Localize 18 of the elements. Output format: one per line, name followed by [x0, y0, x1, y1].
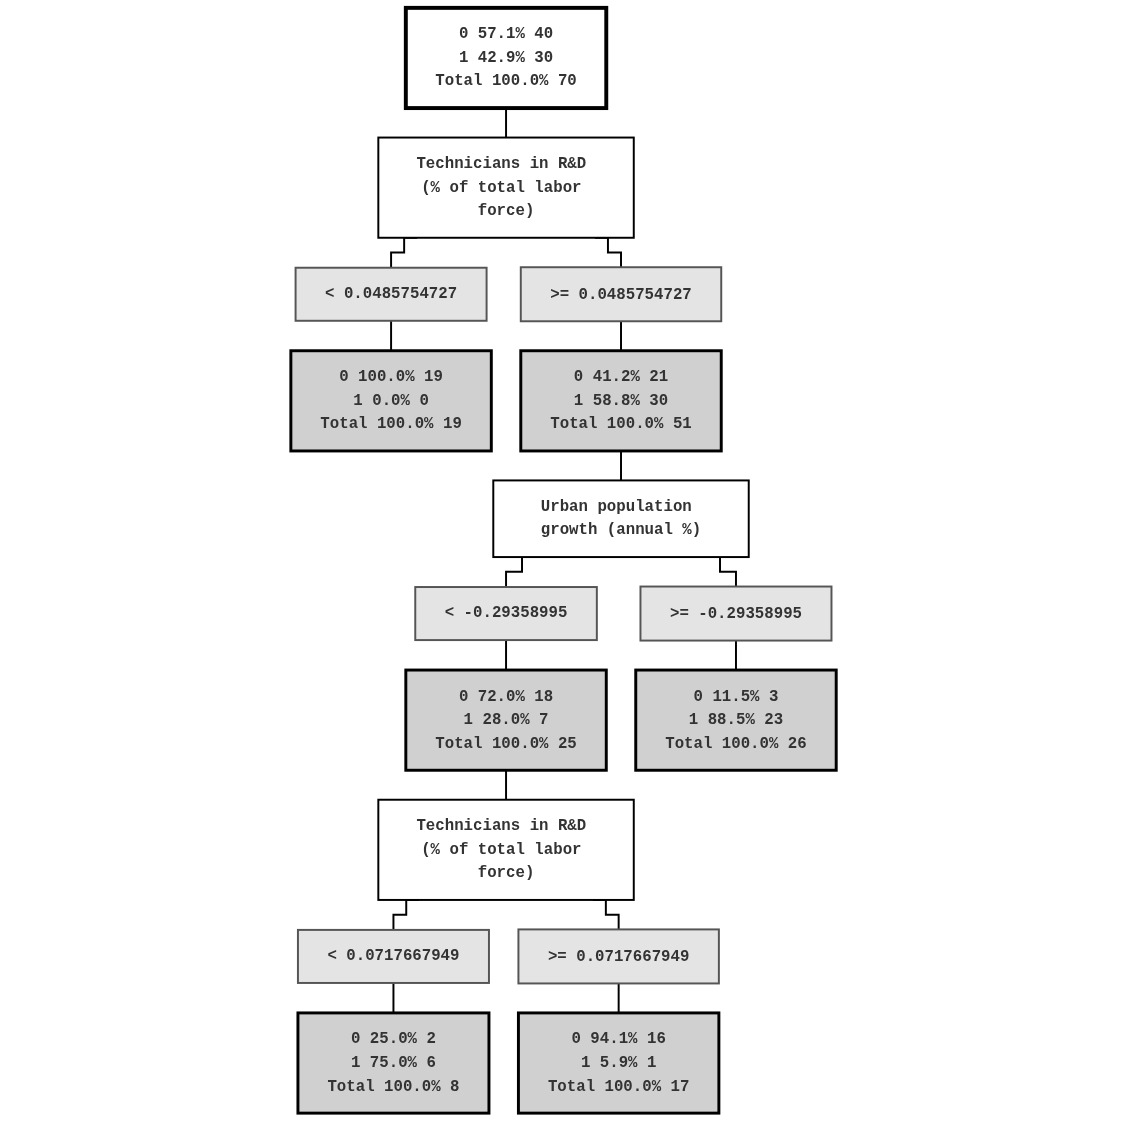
node-box: < 0.0717667949	[296, 928, 490, 984]
node-box: Technicians in R&D (% of total labor force)	[377, 798, 635, 901]
node-box: >= 0.0485754727	[519, 266, 723, 323]
node-box: 0 94.1% 16 1 5.9% 1 Total 100.0% 17	[516, 1011, 721, 1115]
node-box: 0 11.5% 3 1 88.5% 23 Total 100.0% 26	[634, 668, 838, 772]
node-box: < -0.29358995	[414, 586, 598, 642]
node-box: < 0.0485754727	[294, 266, 488, 322]
node-box: 0 57.1% 40 1 42.9% 30 Total 100.0% 70	[403, 5, 609, 111]
node-box: Technicians in R&D (% of total labor force)	[377, 136, 635, 239]
node-box: 0 41.2% 21 1 58.8% 30 Total 100.0% 51	[519, 349, 723, 453]
connector	[505, 639, 507, 671]
node-box: >= -0.29358995	[639, 585, 833, 642]
node-box: >= 0.0717667949	[517, 928, 720, 985]
node-box: Urban population growth (annual %)	[492, 479, 750, 559]
node-box: 0 25.0% 2 1 75.0% 6 Total 100.0% 8	[296, 1011, 491, 1115]
node-box: 0 72.0% 18 1 28.0% 7 Total 100.0% 25	[404, 668, 608, 772]
node-box: 0 100.0% 19 1 0.0% 0 Total 100.0% 19	[289, 349, 493, 453]
connector	[734, 639, 737, 671]
